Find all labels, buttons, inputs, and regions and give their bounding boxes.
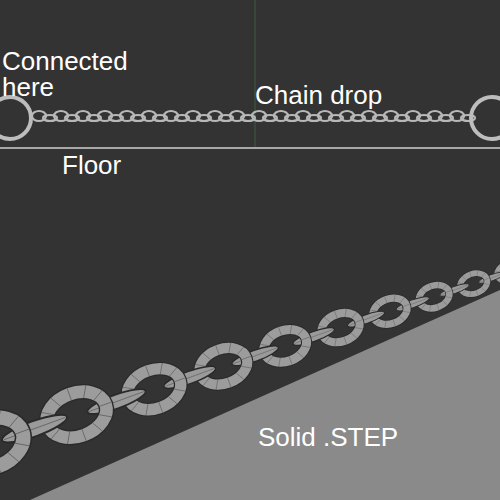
annotation-label: Connected here <box>2 48 167 100</box>
anchor-ring <box>0 97 31 139</box>
chain-link <box>412 277 457 317</box>
chain-link <box>365 289 416 334</box>
anchor-ring <box>471 97 500 139</box>
chain-link <box>188 335 259 397</box>
floor-plane <box>30 290 500 500</box>
chain-link <box>453 266 494 302</box>
annotation-label: Solid .STEP <box>258 424 458 450</box>
chain-link <box>32 376 121 454</box>
chain-link <box>114 354 193 424</box>
annotation-label: Floor <box>62 152 182 178</box>
floor-line <box>0 147 500 149</box>
chain-drop <box>32 111 475 121</box>
annotation-label: Chain drop <box>255 82 455 108</box>
chain-link <box>0 400 40 487</box>
chain-link <box>254 318 318 374</box>
chain-link <box>312 303 369 353</box>
solid-chain <box>0 256 500 487</box>
grid-line <box>255 0 256 148</box>
